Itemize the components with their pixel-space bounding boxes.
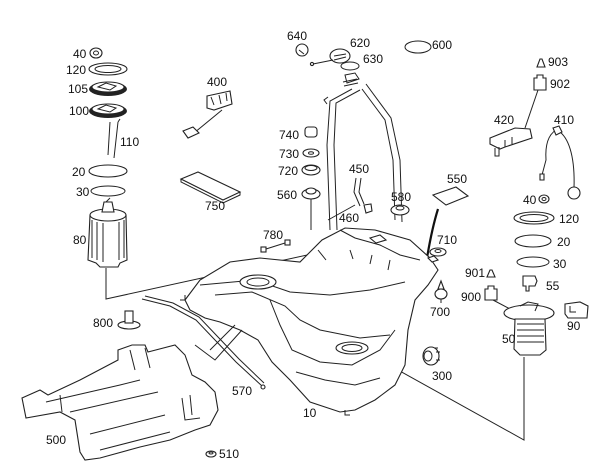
ring-part-20-left (88, 164, 128, 178)
callout-620: 620 (350, 36, 370, 50)
leader-line-550 (425, 208, 440, 259)
callout-800: 800 (93, 316, 113, 330)
callout-20-right: 20 (557, 235, 571, 249)
pad-part-750 (179, 171, 242, 204)
bracket-part-90 (564, 301, 589, 319)
cover-part-100 (89, 103, 127, 118)
fuel-pump-module-part-50 (503, 301, 555, 356)
filler-neck-part-620 (309, 48, 351, 67)
callout-902: 902 (550, 77, 570, 91)
callout-580: 580 (391, 190, 411, 204)
callout-100: 100 (69, 104, 89, 118)
callout-10: 10 (303, 406, 317, 420)
connector-part-900 (484, 285, 513, 311)
callout-570: 570 (232, 384, 252, 398)
callout-600: 600 (432, 38, 452, 52)
callout-40-left: 40 (73, 47, 87, 61)
valve-part-55 (522, 275, 538, 292)
hose-clamp-part-600 (404, 40, 432, 54)
clip-part-460 (327, 203, 373, 221)
locking-ring-part-120-left (88, 62, 128, 76)
fuel-tank-part-10 (180, 227, 440, 416)
seal-part-630 (340, 61, 360, 71)
callout-730: 730 (279, 147, 299, 161)
rubber-mount-part-740 (304, 126, 318, 138)
callout-900: 900 (461, 290, 481, 304)
callout-500: 500 (46, 433, 66, 447)
cover-part-105 (89, 81, 127, 96)
callout-40-right: 40 (523, 193, 537, 207)
callout-420: 420 (494, 113, 514, 127)
callout-30-left: 30 (76, 185, 90, 199)
fuel-level-sensor-part-400 (182, 90, 233, 139)
nut-part-40-right (538, 194, 550, 204)
callout-105: 105 (68, 82, 88, 96)
callout-640: 640 (287, 29, 307, 43)
callout-720: 720 (278, 164, 298, 178)
callout-630: 630 (363, 52, 383, 66)
pin-part-903 (536, 58, 546, 68)
grommet-part-710 (429, 247, 447, 257)
mount-part-560 (301, 187, 321, 230)
clip-part-510 (205, 450, 217, 458)
line-part-110 (107, 118, 121, 159)
callout-110: 110 (120, 135, 139, 149)
strap-part-570 (141, 295, 266, 390)
callout-560: 560 (277, 188, 297, 202)
grommet-part-580 (390, 204, 410, 216)
callout-460: 460 (339, 211, 359, 225)
hose-part-450 (353, 177, 365, 207)
nut-part-40-left (89, 47, 103, 59)
callout-55: 55 (546, 279, 560, 293)
callout-901: 901 (465, 266, 485, 280)
callout-450: 450 (349, 162, 369, 176)
valve-part-700 (434, 279, 448, 303)
washer-part-730 (302, 148, 320, 158)
callout-750: 750 (205, 199, 225, 213)
pad-part-550 (431, 186, 470, 206)
callout-550: 550 (447, 172, 467, 186)
bolt-part-800 (117, 310, 141, 330)
callout-30-right: 30 (553, 257, 567, 271)
washer-part-720 (301, 164, 321, 176)
seal-ring-part-30-left (90, 185, 126, 197)
callout-50: 50 (502, 332, 516, 346)
callout-300: 300 (432, 369, 452, 383)
callout-labels: 40 120 105 100 110 20 30 80 640 620 630 … (46, 29, 581, 461)
ring-part-20-right (514, 234, 552, 248)
callout-710: 710 (437, 233, 457, 247)
callout-700: 700 (430, 305, 450, 319)
callout-903: 903 (548, 55, 568, 69)
callout-410: 410 (554, 113, 574, 127)
fuel-pump-module-part-80 (87, 197, 128, 268)
fuel-level-sensor-part-410 (539, 125, 581, 200)
callout-120-left: 120 (66, 63, 86, 77)
fuel-pressure-sensor-part-420 (489, 127, 533, 157)
plug-part-300 (422, 346, 440, 366)
callout-510: 510 (219, 447, 239, 461)
filler-pipe (323, 72, 403, 231)
locking-ring-part-120-right (513, 211, 555, 225)
heat-shield-part-500 (21, 344, 219, 461)
callout-20-left: 20 (72, 165, 86, 179)
seal-ring-part-30-right (516, 256, 550, 268)
cap-part-640 (295, 43, 309, 57)
callout-400: 400 (207, 75, 227, 89)
callout-120-right: 120 (559, 212, 579, 226)
callout-740: 740 (279, 128, 299, 142)
pin-part-901 (486, 269, 496, 278)
callout-90: 90 (567, 319, 581, 333)
connector-part-902 (524, 74, 547, 129)
leader-line-50 (379, 357, 525, 441)
callout-780: 780 (263, 228, 283, 242)
strap-part-780 (260, 239, 291, 253)
callout-80: 80 (73, 233, 87, 247)
